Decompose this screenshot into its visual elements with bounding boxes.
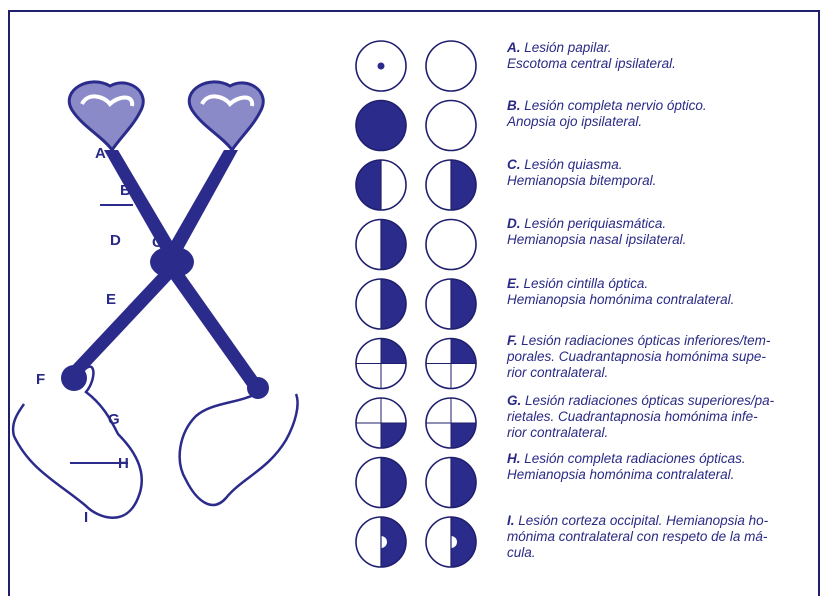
- field-right-8: [425, 516, 477, 568]
- description-line: F. Lesión radiaciones ópticas inferiores…: [507, 333, 827, 349]
- field-right-7: [425, 456, 477, 509]
- lesion-text: Lesión corteza occipital. Hemianopsia ho…: [514, 513, 769, 528]
- field-left-4: [355, 278, 407, 330]
- lesion-text: Lesión periquiasmática.: [520, 216, 667, 231]
- description-line: Anopsia ojo ipsilateral.: [507, 114, 643, 129]
- field-right-5: [425, 337, 477, 390]
- lesion-text: Lesión papilar.: [520, 40, 612, 55]
- description-line: porales. Cuadrantapnosia homónima supe-: [507, 349, 766, 364]
- lesion-key: A.: [507, 40, 521, 55]
- field-right-0: [425, 40, 477, 92]
- description-line: Escotoma central ipsilateral.: [507, 56, 676, 71]
- label-g: G: [108, 411, 120, 428]
- description-line: D. Lesión periquiasmática.: [507, 216, 827, 232]
- field-left-0: [355, 40, 407, 92]
- description-line: G. Lesión radiaciones ópticas superiores…: [507, 393, 827, 409]
- left-eye: [67, 80, 145, 153]
- field-right-6: [425, 397, 477, 449]
- field-left-8: [355, 516, 407, 568]
- description-line: E. Lesión cintilla óptica.: [507, 276, 827, 292]
- field-left-6: [355, 397, 407, 449]
- left-optic-radiation: [11, 365, 143, 519]
- field-right-2: [425, 159, 477, 211]
- description-line: C. Lesión quiasma.: [507, 157, 827, 173]
- field-right-4: [425, 278, 477, 330]
- lesion-text: Lesión cintilla óptica.: [519, 276, 649, 291]
- lesion-description: D. Lesión periquiasmática.Hemianopsia na…: [507, 216, 827, 248]
- visual-pathway-diagram: A B D C E F G H I: [11, 80, 299, 526]
- description-line: rior contralateral.: [507, 425, 609, 440]
- description-line: I. Lesión corteza occipital. Hemianopsia…: [507, 513, 827, 529]
- description-line: rietales. Cuadrantapnosia homónima infe-: [507, 409, 758, 424]
- lesion-key: G.: [507, 393, 522, 408]
- lesion-key: D.: [507, 216, 521, 231]
- lesion-key: E.: [507, 276, 520, 291]
- field-left-7: [355, 456, 407, 509]
- field-right-3: [425, 218, 477, 271]
- right-lateral-geniculate: [247, 377, 269, 399]
- lesion-key: F.: [507, 333, 518, 348]
- left-lateral-geniculate: [61, 365, 87, 391]
- description-line: H. Lesión completa radiaciones ópticas.: [507, 451, 827, 467]
- lesion-text: Lesión radiaciones ópticas inferiores/te…: [517, 333, 771, 348]
- right-optic-radiation: [178, 390, 299, 507]
- lesion-description: I. Lesión corteza occipital. Hemianopsia…: [507, 513, 827, 561]
- description-line: Hemianopsia homónima contralateral.: [507, 467, 735, 482]
- lesion-description: C. Lesión quiasma.Hemianopsia bitemporal…: [507, 157, 827, 189]
- field-left-1: [355, 99, 407, 152]
- label-b: B: [120, 182, 131, 199]
- visual-fields-grid: [355, 40, 477, 568]
- description-line: mónima contralateral con respeto de la m…: [507, 529, 768, 544]
- description-line: B. Lesión completa nervio óptico.: [507, 98, 827, 114]
- description-line: cula.: [507, 545, 536, 560]
- figure-frame: [8, 10, 820, 596]
- field-left-5: [355, 337, 407, 390]
- description-line: Hemianopsia bitemporal.: [507, 173, 657, 188]
- lesion-text: Lesión radiaciones ópticas superiores/pa…: [521, 393, 775, 408]
- lesion-description: H. Lesión completa radiaciones ópticas.H…: [507, 451, 827, 483]
- lesion-key: C.: [507, 157, 521, 172]
- label-a: A: [95, 145, 106, 162]
- lesion-description: G. Lesión radiaciones ópticas superiores…: [507, 393, 827, 441]
- description-line: Hemianopsia nasal ipsilateral.: [507, 232, 687, 247]
- lesion-key: H.: [507, 451, 521, 466]
- description-line: Hemianopsia homónima contralateral.: [507, 292, 735, 307]
- field-left-2: [355, 159, 407, 211]
- optic-pathway: [61, 150, 269, 399]
- lesion-description: F. Lesión radiaciones ópticas inferiores…: [507, 333, 827, 381]
- description-line: rior contralateral.: [507, 365, 609, 380]
- label-e: E: [106, 291, 116, 308]
- field-left-3: [355, 218, 407, 271]
- lesion-description: B. Lesión completa nervio óptico.Anopsia…: [507, 98, 827, 130]
- lesion-description: A. Lesión papilar.Escotoma central ipsil…: [507, 40, 827, 72]
- right-eye: [187, 80, 265, 153]
- label-c: C: [152, 234, 163, 251]
- lesion-text: Lesión completa radiaciones ópticas.: [520, 451, 746, 466]
- lesion-key: I.: [507, 513, 515, 528]
- label-f: F: [36, 371, 45, 388]
- label-h: H: [118, 455, 129, 472]
- lesion-text: Lesión quiasma.: [520, 157, 623, 172]
- lesion-description: E. Lesión cintilla óptica.Hemianopsia ho…: [507, 276, 827, 308]
- description-line: A. Lesión papilar.: [507, 40, 827, 56]
- label-d: D: [110, 232, 121, 249]
- label-i: I: [84, 509, 88, 526]
- lesion-text: Lesión completa nervio óptico.: [520, 98, 707, 113]
- lesion-key: B.: [507, 98, 521, 113]
- field-right-1: [425, 99, 477, 152]
